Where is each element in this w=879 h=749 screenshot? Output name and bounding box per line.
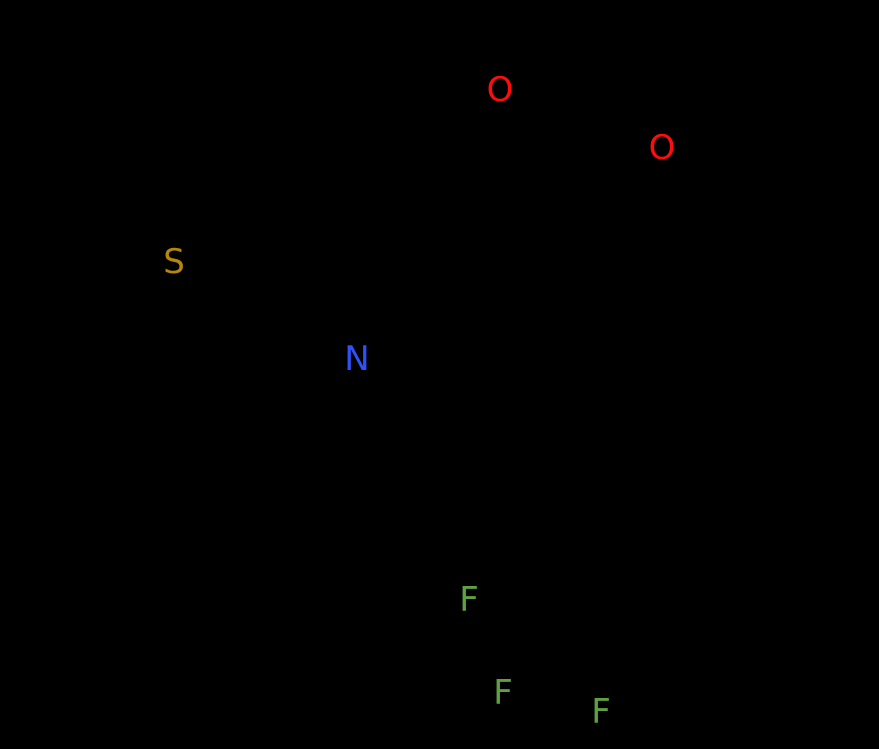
- atom-oxygen-carbonyl: O: [486, 70, 514, 110]
- atom-sulfur: S: [163, 242, 185, 282]
- atom-fluorine-3: F: [591, 692, 611, 732]
- atom-fluorine-2: F: [493, 673, 513, 713]
- atom-fluorine-1: F: [459, 580, 479, 620]
- atom-oxygen-ester: O: [648, 128, 676, 168]
- atom-nitrogen: N: [344, 339, 370, 379]
